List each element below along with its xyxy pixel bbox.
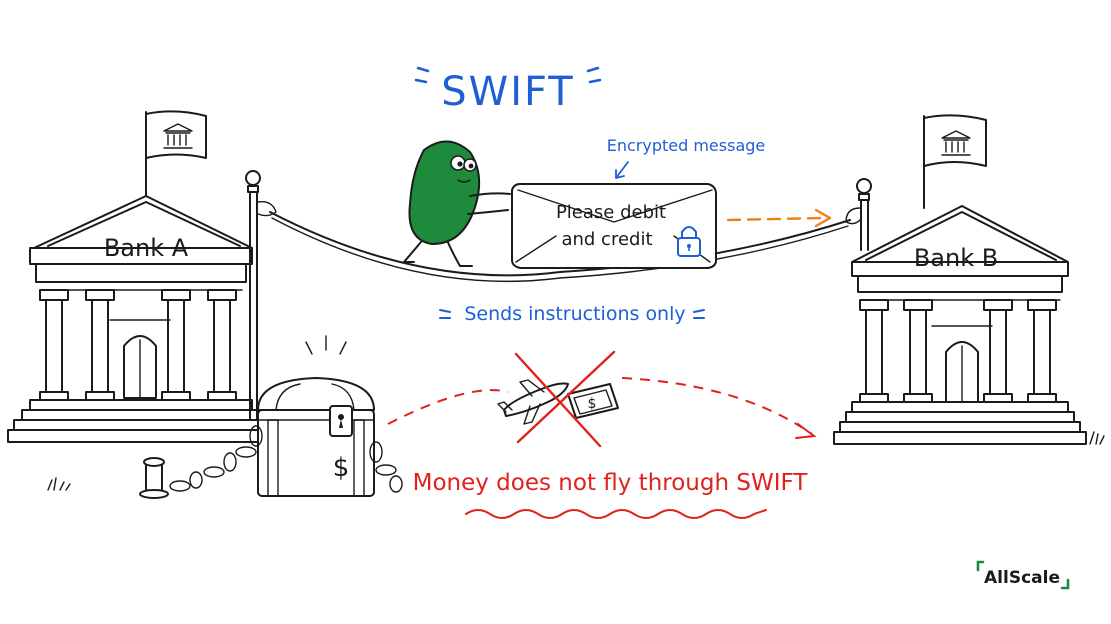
- warning-underline: [465, 509, 767, 519]
- bank-a-building: Bank A: [7, 110, 275, 491]
- allscale-logo: AllScale: [976, 560, 1070, 590]
- banknote-dollar-sign: $: [588, 396, 597, 412]
- swift-rope: [269, 211, 851, 277]
- diagram-title: SWIFT: [441, 69, 574, 115]
- bank-b-label: Bank B: [914, 244, 998, 272]
- encrypted-pointer-arrow: [615, 161, 629, 179]
- instructions-group: Sends instructions only: [439, 303, 705, 325]
- envelope-line-1: Please debit: [556, 202, 666, 223]
- brand-wordmark: AllScale: [984, 568, 1060, 588]
- green-bean-character: [403, 140, 511, 267]
- title-group: SWIFT: [414, 66, 602, 115]
- message-direction-arrow: [726, 208, 832, 228]
- encrypted-message-envelope: Please debit and credit: [511, 183, 717, 269]
- money-flight-arc: [387, 377, 817, 439]
- chest-dollar-sign: $: [333, 453, 350, 483]
- envelope-line-2: and credit: [561, 229, 652, 250]
- treasure-chest: $: [139, 335, 403, 499]
- cross-mark-icon: [514, 350, 616, 448]
- airplane-icon: [497, 379, 569, 425]
- encrypted-message-label: Encrypted message: [607, 136, 766, 155]
- bank-flag-icon: [941, 130, 971, 156]
- bank-a-label: Bank A: [104, 234, 189, 262]
- left-rope-post: [245, 170, 277, 421]
- flying-money-crossed: $: [497, 350, 619, 448]
- banknote-icon: $: [567, 383, 619, 419]
- right-rope-post: [845, 178, 872, 251]
- bank-flag-icon: [163, 123, 193, 149]
- instructions-label: Sends instructions only: [464, 303, 685, 325]
- bank-b-building: Bank B: [833, 114, 1105, 445]
- lock-icon: [677, 226, 701, 257]
- money-warning-label: Money does not fly through SWIFT: [413, 470, 809, 496]
